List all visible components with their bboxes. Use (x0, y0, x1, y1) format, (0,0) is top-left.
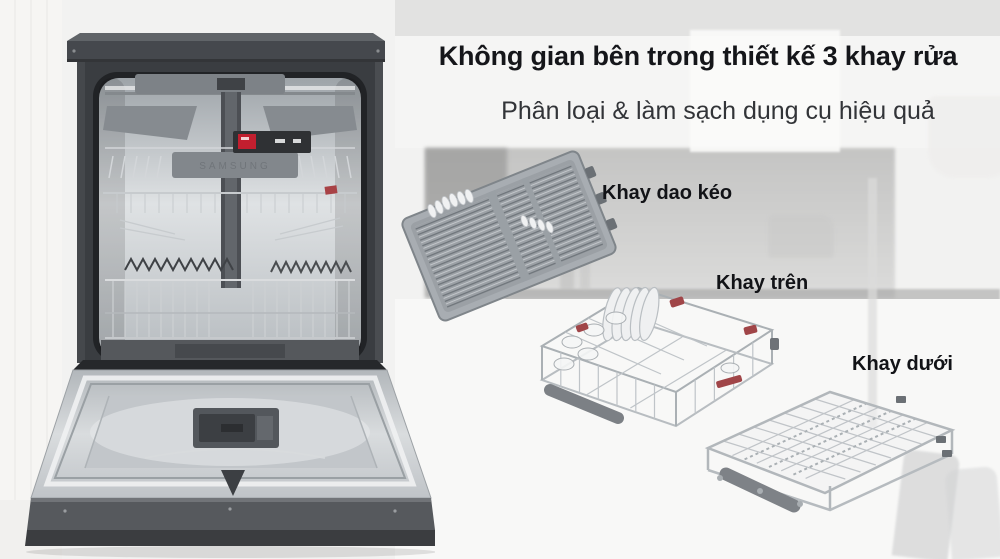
lower-rack-illustration (704, 390, 956, 513)
background-top-band (395, 0, 1000, 36)
cutlery-tray-illustration (401, 150, 618, 322)
label-lower-rack: Khay dưới (852, 353, 953, 375)
label-upper-rack: Khay trên (716, 272, 809, 294)
red-indicator (238, 134, 256, 149)
label-cutlery-tray: Khay dao kéo (602, 182, 733, 204)
banner-subtitle: Phân loại & làm sạch dụng cụ hiệu quả (501, 97, 935, 125)
brand-text: SAMSUNG (199, 161, 271, 172)
background-kettle (768, 214, 834, 258)
banner-title: Không gian bên trong thiết kế 3 khay rửa (438, 41, 958, 71)
upper-rack-illustration (539, 286, 779, 428)
detergent-dispenser (193, 408, 279, 448)
dishwasher-photo: SAMSUNG (25, 33, 435, 558)
